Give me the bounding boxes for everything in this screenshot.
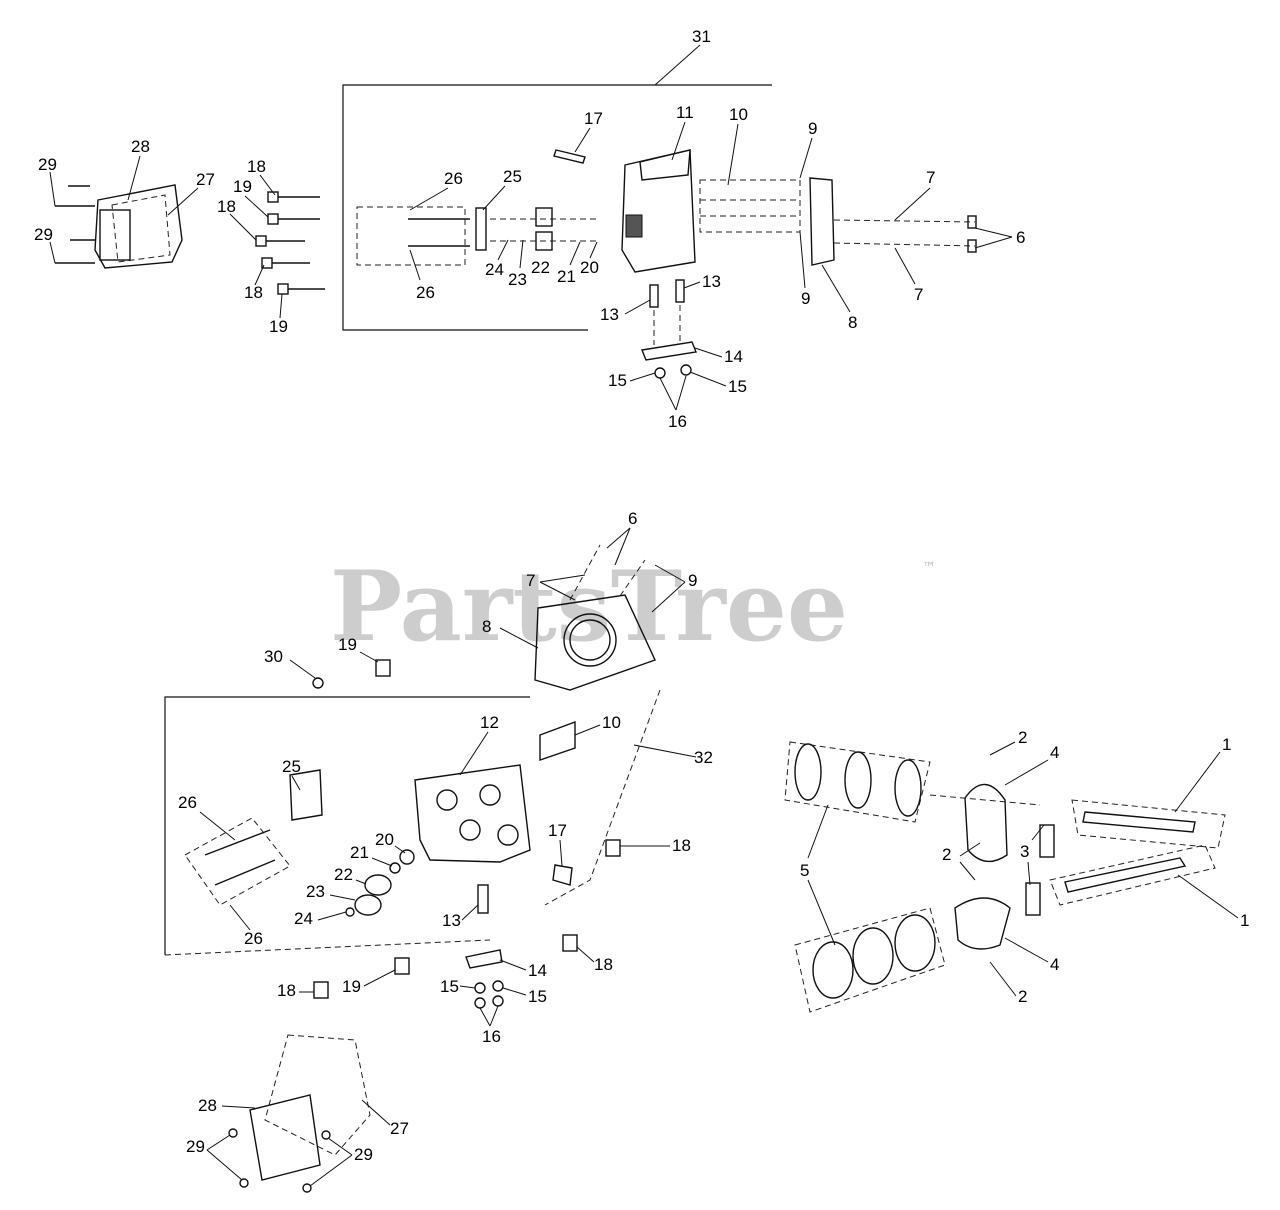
callout-6-middle: 6: [628, 509, 637, 528]
callout-28: 28: [131, 137, 150, 156]
callout-18-bottom-right: 18: [672, 836, 691, 855]
callout-3: 3: [1020, 842, 1029, 861]
piston-lower: [954, 897, 1011, 950]
callout-16-bottom: 16: [482, 1027, 501, 1046]
callout-7-bottom: 7: [914, 285, 923, 304]
callout-7-middle: 7: [526, 571, 535, 590]
callout-2-bottom: 2: [1018, 987, 1027, 1006]
callout-26-a: 26: [444, 169, 463, 188]
callout-30: 30: [264, 647, 283, 666]
callout-28-bottom: 28: [198, 1096, 217, 1115]
callout-12: 12: [480, 713, 499, 732]
callout-1-top: 1: [1222, 735, 1231, 754]
connecting-rods: [1049, 799, 1226, 906]
callout-25-bottom: 25: [282, 757, 301, 776]
callout-15-right: 15: [728, 377, 747, 396]
callout-13-right: 13: [702, 272, 721, 291]
bottom-fasteners: [312, 659, 621, 999]
callout-19-a: 19: [233, 177, 252, 196]
callout-32: 32: [694, 748, 713, 767]
callout-19-bottom: 19: [342, 977, 361, 996]
top-gasket-and-studs: [809, 177, 977, 266]
partstree-watermark: PartsTree: [330, 550, 848, 663]
piston-ring-set-lower: [794, 907, 946, 1013]
bottom-valve-springs: [345, 849, 415, 917]
callout-4-bottom: 4: [1050, 955, 1059, 974]
callout-2-top: 2: [1018, 728, 1027, 747]
callout-19-middle: 19: [338, 635, 357, 654]
callout-20-a: 20: [580, 258, 599, 277]
piston-ring-set-upper: [784, 741, 931, 823]
callout-22-a: 22: [531, 258, 550, 277]
callout-31: 31: [692, 27, 711, 46]
callout-23-bottom: 23: [306, 882, 325, 901]
top-intake-parts: [641, 279, 697, 379]
callout-14-bottom: 14: [528, 961, 547, 980]
top-rocker-cover: [55, 184, 183, 269]
callout-7-top: 7: [926, 168, 935, 187]
callout-9: 9: [808, 119, 817, 138]
callout-16-top: 16: [668, 412, 687, 431]
middle-head-gasket: [534, 544, 656, 691]
bottom-assembly-frame: [164, 689, 697, 956]
bottom-cylinder-head: [414, 720, 576, 863]
callout-29-bottom-right: 29: [354, 1145, 373, 1164]
callout-26-bottom-upper: 26: [178, 793, 197, 812]
callout-26-b: 26: [416, 283, 435, 302]
callout-25-a: 25: [503, 167, 522, 186]
callout-29-lower: 29: [34, 225, 53, 244]
bottom-rocker-bracket: [184, 769, 323, 906]
callout-8-top: 8: [848, 313, 857, 332]
callout-19-b: 19: [269, 317, 288, 336]
callout-9-lower: 9: [801, 289, 810, 308]
callout-11: 11: [676, 103, 694, 122]
callout-8-middle: 8: [482, 617, 491, 636]
callout-17-bottom: 17: [548, 821, 567, 840]
callout-10: 10: [729, 105, 748, 124]
callout-20-bottom: 20: [375, 830, 394, 849]
callout-15-left: 15: [608, 371, 627, 390]
callout-14-top: 14: [724, 347, 743, 366]
callout-2-middle: 2: [942, 845, 951, 864]
callout-18-c: 18: [244, 283, 263, 302]
callout-1-bottom: 1: [1240, 911, 1249, 930]
callout-24-a: 24: [485, 260, 504, 279]
top-bolt-set: [255, 191, 325, 295]
callout-24-bottom: 24: [294, 909, 313, 928]
top-cylinder-head: [621, 149, 696, 273]
bottom-intake-parts: [465, 884, 504, 1009]
callout-26-bottom-lower: 26: [244, 929, 263, 948]
callout-21-a: 21: [557, 267, 576, 286]
callout-18-bottom-low: 18: [594, 955, 613, 974]
callout-29-bottom-left: 29: [186, 1137, 205, 1156]
top-assembly-frame: [342, 44, 772, 331]
callout-23-a: 23: [508, 270, 527, 289]
wrist-pins: [1025, 824, 1055, 916]
callout-15-bottom-right: 15: [528, 987, 547, 1006]
callout-10-middle: 10: [602, 713, 621, 732]
callout-15-bottom-left: 15: [440, 977, 459, 996]
callout-27-bottom: 27: [390, 1119, 409, 1138]
callout-18-a: 18: [247, 157, 266, 176]
callout-6-top: 6: [1016, 228, 1025, 247]
callout-13-bottom: 13: [442, 911, 461, 930]
piston-upper: [929, 783, 1041, 863]
callout-22-bottom: 22: [334, 865, 353, 884]
callout-27: 27: [196, 170, 215, 189]
top-spark-plug: [553, 149, 586, 164]
callout-13-left: 13: [600, 305, 619, 324]
callout-5: 5: [800, 861, 809, 880]
top-push-tubes: [699, 179, 801, 233]
callout-18-b: 18: [217, 197, 236, 216]
callout-9-middle: 9: [688, 571, 697, 590]
callout-4-top: 4: [1050, 743, 1059, 762]
top-rocker-arms: [356, 206, 600, 266]
callout-29-upper: 29: [38, 155, 57, 174]
callout-21-bottom: 21: [350, 843, 369, 862]
callout-17: 17: [584, 109, 603, 128]
bottom-rocker-cover: [228, 1034, 371, 1193]
trademark-symbol: ™: [922, 560, 936, 576]
callout-18-bottom-left: 18: [277, 981, 296, 1000]
